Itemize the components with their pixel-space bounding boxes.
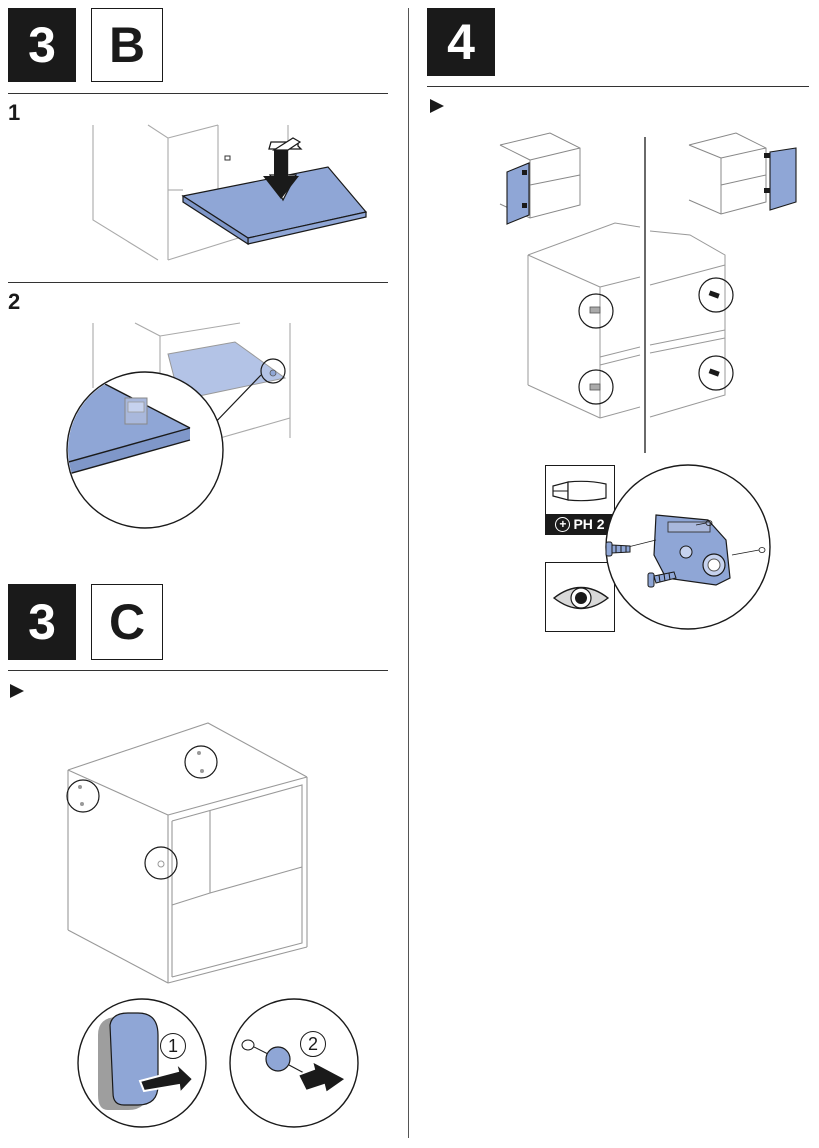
shelf-support-illustration bbox=[66, 322, 291, 529]
cabinet-box-illustration bbox=[66, 722, 308, 984]
plus-icon: + bbox=[555, 516, 571, 532]
substep-number-1: 1 bbox=[8, 100, 21, 125]
callout-number-2: 2 bbox=[300, 1031, 326, 1057]
substep-number-2: 2 bbox=[8, 289, 21, 314]
divider bbox=[8, 93, 388, 94]
divider bbox=[8, 670, 388, 671]
cap-press-detail bbox=[229, 998, 359, 1128]
divider bbox=[427, 86, 809, 87]
phillips-screwdriver-icon bbox=[552, 480, 607, 502]
divider bbox=[8, 282, 388, 283]
cap-apply-detail bbox=[77, 998, 207, 1128]
play-arrow-icon bbox=[430, 99, 444, 113]
eye-icon bbox=[552, 586, 610, 610]
tool-label-bar: + PH 2 bbox=[546, 514, 614, 534]
step-letter-c: C bbox=[91, 584, 163, 660]
door-right-cabinet-icon bbox=[688, 132, 797, 215]
shelf-insert-illustration bbox=[92, 124, 368, 261]
step-letter-b: B bbox=[91, 8, 163, 82]
step-number-3b: 3 bbox=[8, 8, 76, 82]
tool-label: PH 2 bbox=[573, 516, 605, 532]
column-divider bbox=[408, 8, 409, 1138]
hinge-placement-illustration bbox=[527, 137, 734, 453]
inspect-panel bbox=[545, 562, 615, 632]
screwdriver-panel: + PH 2 bbox=[545, 465, 615, 535]
callout-number-1: 1 bbox=[160, 1033, 186, 1059]
hinge-screw-detail bbox=[605, 464, 771, 630]
step-number-4: 4 bbox=[427, 8, 495, 76]
door-left-cabinet-icon bbox=[499, 132, 581, 225]
play-arrow-icon bbox=[10, 684, 24, 698]
step-number-3c: 3 bbox=[8, 584, 76, 660]
